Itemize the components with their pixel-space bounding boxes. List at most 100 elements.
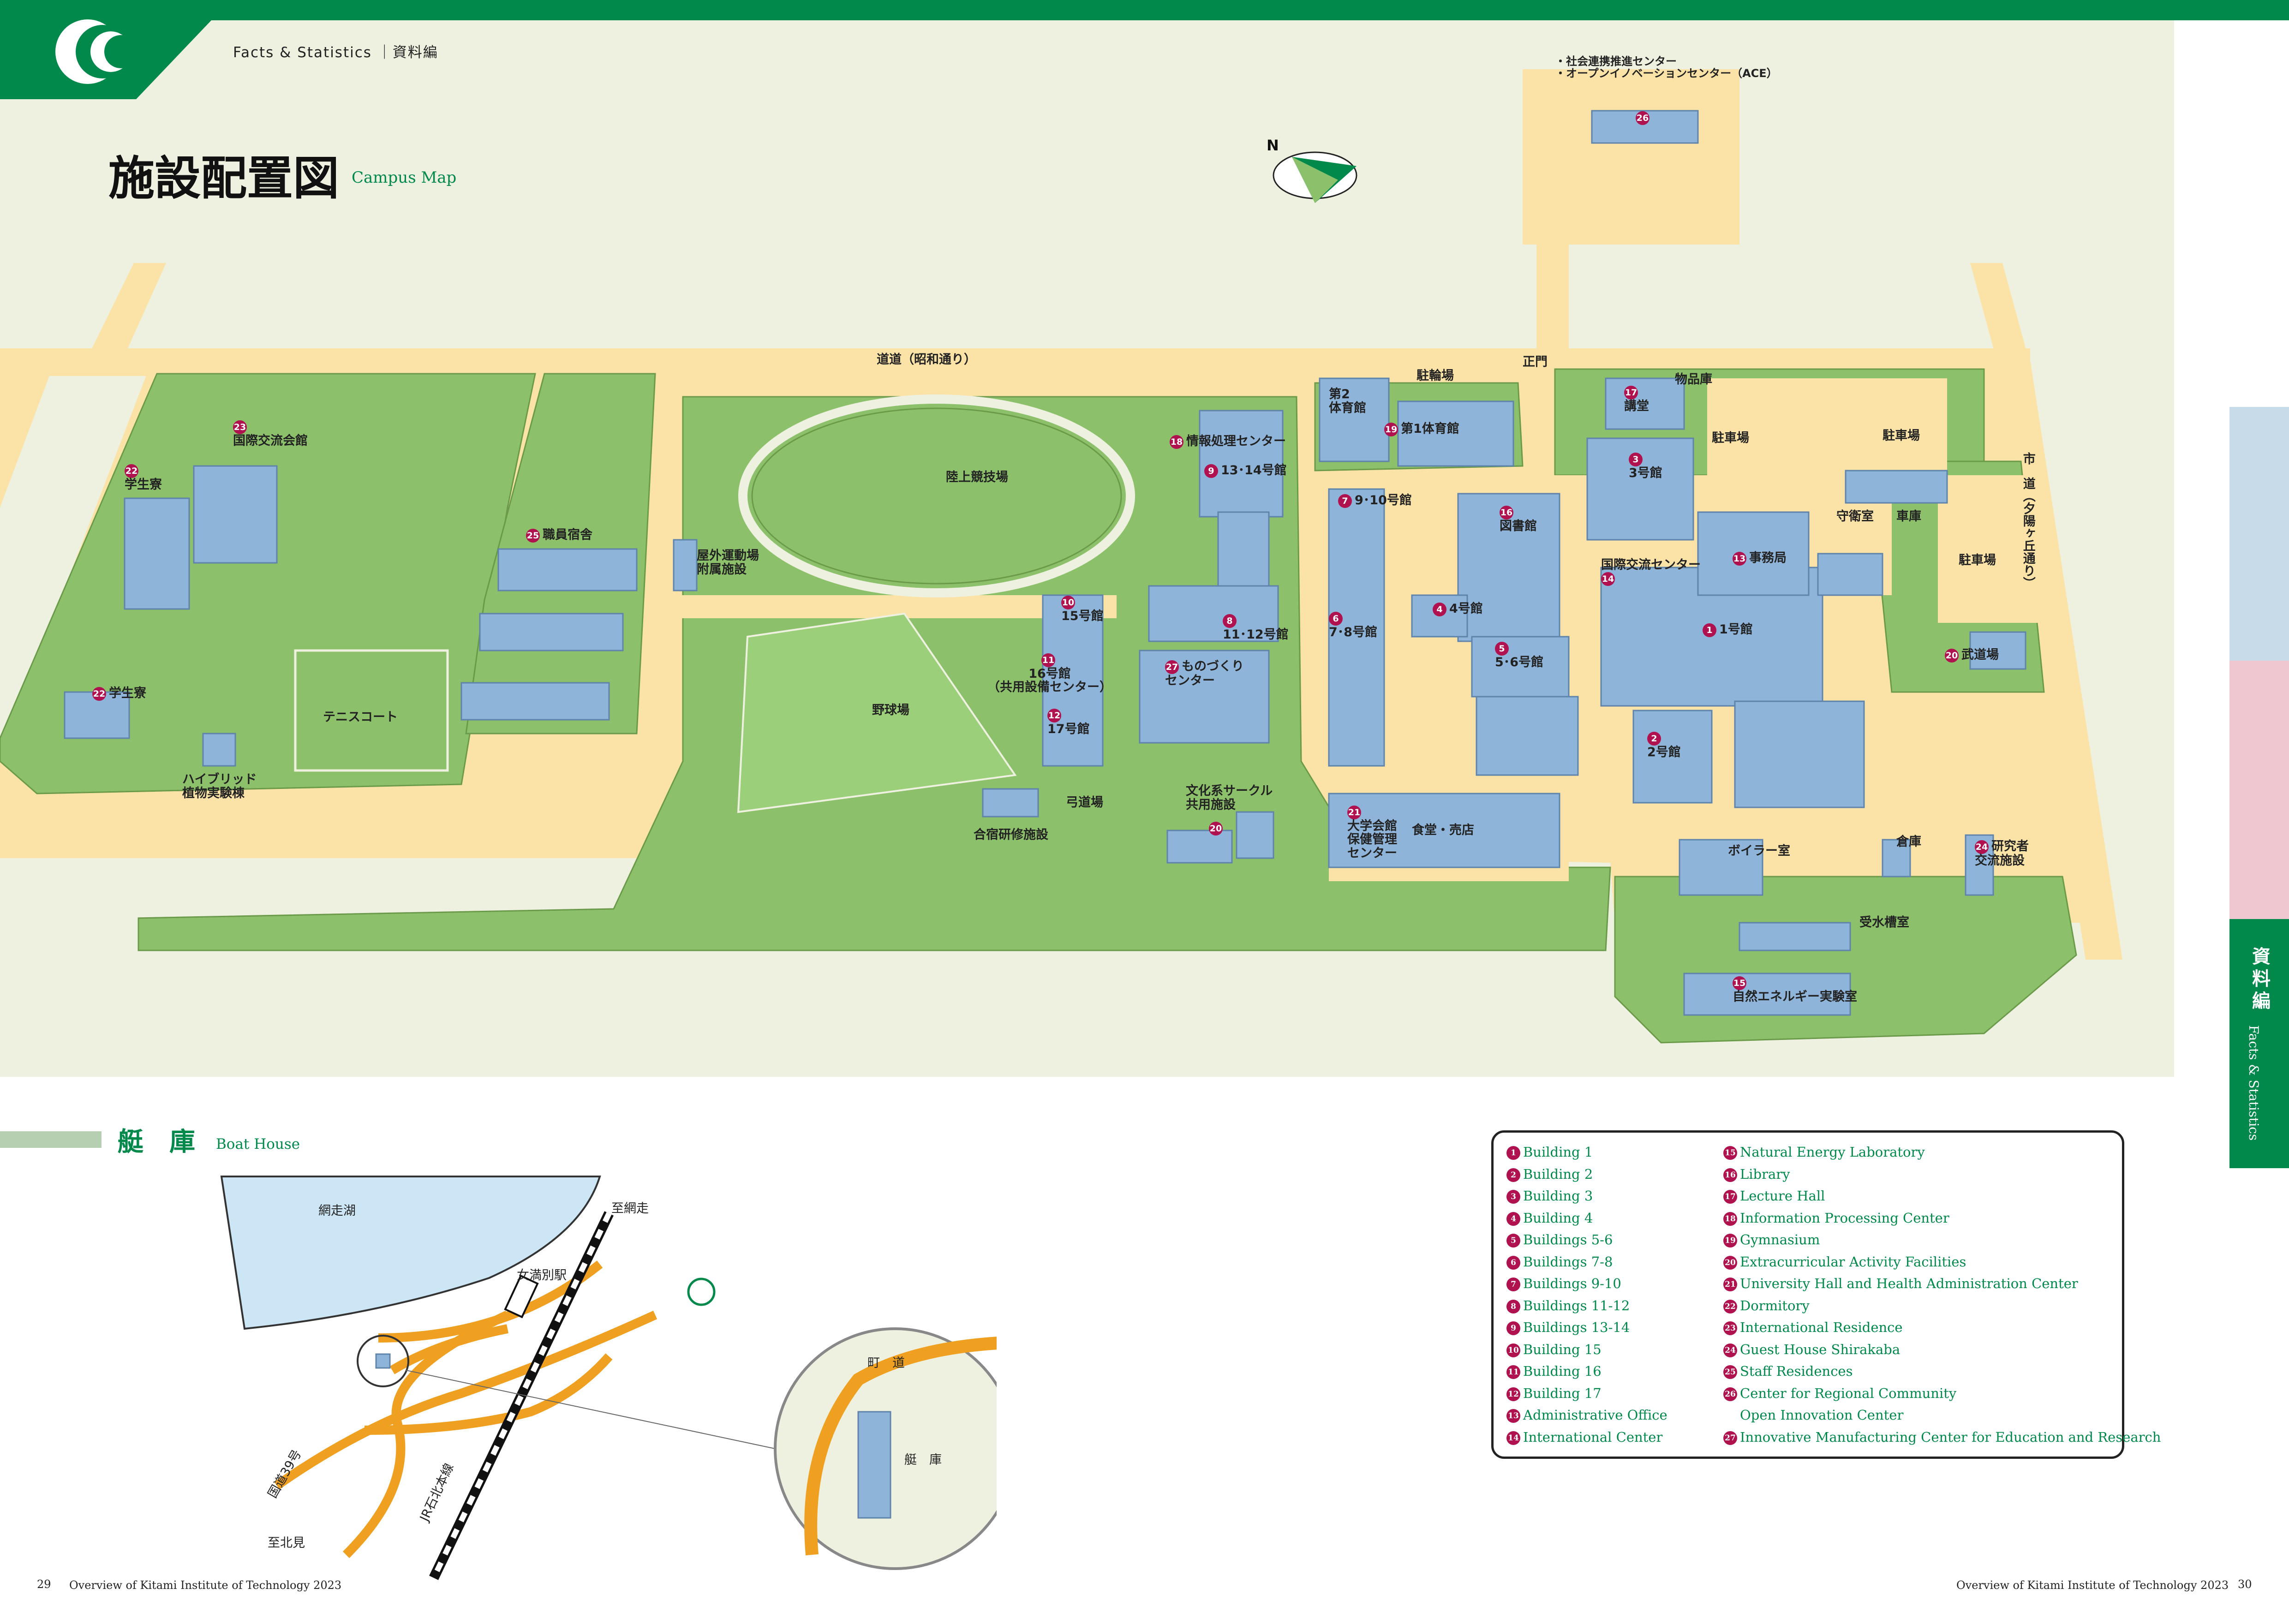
legend-marker: 9 <box>1506 1321 1520 1335</box>
legend-marker: 11 <box>1506 1365 1520 1379</box>
legend-label: Open Innovation Center <box>1740 1407 1904 1423</box>
legend-marker: 10 <box>1506 1343 1520 1357</box>
legend-marker: 12 <box>1506 1387 1520 1401</box>
legend <box>1491 1130 2124 1459</box>
legend-label: Administrative Office <box>1523 1407 1667 1423</box>
legend-label: University Hall and Health Administratio… <box>1740 1276 2078 1291</box>
legend-marker: 19 <box>1723 1234 1737 1248</box>
legend-marker: 17 <box>1723 1190 1737 1204</box>
legend-marker: 14 <box>1506 1431 1520 1445</box>
legend-label: Staff Residences <box>1740 1363 1853 1379</box>
legend-marker: 25 <box>1723 1365 1737 1379</box>
side-tab-pink[interactable] <box>2229 661 2289 919</box>
lake-abashiri <box>220 1176 601 1330</box>
substation-label: 受水槽室 <box>1859 915 1909 930</box>
boathouse-map <box>220 1176 997 1580</box>
storage-label: 物品庫 <box>1675 372 1712 387</box>
legend-marker: 27 <box>1723 1431 1737 1445</box>
intl-residence <box>193 465 278 564</box>
tennis-label: テニスコート <box>323 710 398 724</box>
monozukuri <box>1139 650 1270 744</box>
water-tank <box>1739 922 1851 951</box>
legend-label: Information Processing Center <box>1740 1210 1949 1226</box>
legend-label: Lecture Hall <box>1740 1188 1825 1204</box>
compass-label: N <box>1267 137 1279 154</box>
boathouse-title: 艇 庫 <box>118 1127 195 1157</box>
legend-marker: 23 <box>1723 1321 1737 1335</box>
header-logo-block <box>0 0 231 99</box>
gym-2 <box>1319 377 1390 462</box>
page-number-right: 30 <box>2238 1578 2252 1591</box>
legend-marker: 6 <box>1506 1255 1520 1270</box>
legend-label: Center for Regional Community <box>1740 1385 1957 1401</box>
univ-hall <box>1328 793 1560 868</box>
camp-label: 合宿研修施設 <box>974 828 1048 842</box>
legend-label: International Residence <box>1740 1320 1903 1335</box>
routes <box>274 1260 657 1558</box>
building-13-14 <box>1199 410 1284 518</box>
parking3-label: 駐車場 <box>1959 553 1996 567</box>
baseball-label: 野球場 <box>872 703 909 717</box>
legend-marker: 24 <box>1723 1343 1737 1357</box>
legend-label: Building 4 <box>1523 1210 1593 1226</box>
legend-marker: 1 <box>1506 1146 1520 1160</box>
legend-label: Building 3 <box>1523 1188 1593 1204</box>
to-kitami-label: 至北見 <box>268 1536 305 1550</box>
legend-label: Buildings 7-8 <box>1523 1254 1613 1270</box>
legend-marker: 3 <box>1506 1190 1520 1204</box>
legend-marker: 26 <box>1723 1387 1737 1401</box>
building-5-6 <box>1471 636 1570 698</box>
boathouse-subtitle: Boat House <box>216 1136 300 1152</box>
track-label: 陸上競技場 <box>946 470 1008 484</box>
legend-label: Extracurricular Activity Facilities <box>1740 1254 1966 1270</box>
legend-marker: 13 <box>1506 1409 1520 1423</box>
legend-marker: 8 <box>1506 1299 1520 1314</box>
building-15-17 <box>1042 594 1104 767</box>
staff-residence-3 <box>460 682 610 721</box>
legend-marker: 22 <box>1723 1299 1737 1314</box>
legend-marker: 15 <box>1723 1146 1737 1160</box>
legend-marker: 20 <box>1723 1255 1737 1270</box>
ace-num: 26 <box>1636 111 1652 125</box>
tennis-courts <box>294 649 449 772</box>
main-gate-label: 正門 <box>1523 355 1548 369</box>
cafeteria-label: 食堂・売店 <box>1412 823 1474 837</box>
side-tab-blue[interactable] <box>2229 407 2289 661</box>
running-track <box>738 394 1135 597</box>
lecture-hall <box>1605 377 1685 430</box>
section-bar <box>0 1131 102 1148</box>
legend-marker: 18 <box>1723 1212 1737 1226</box>
admin-office <box>1697 511 1810 596</box>
top-bar <box>0 0 2289 20</box>
campus-map <box>0 69 2122 1044</box>
legend-label: Building 2 <box>1523 1166 1593 1182</box>
legend-label: International Center <box>1523 1429 1663 1445</box>
side-tab-facts[interactable]: 資料編 Facts & Statistics <box>2229 919 2289 1168</box>
side-tab-jp: 資料編 <box>2249 947 2270 1013</box>
